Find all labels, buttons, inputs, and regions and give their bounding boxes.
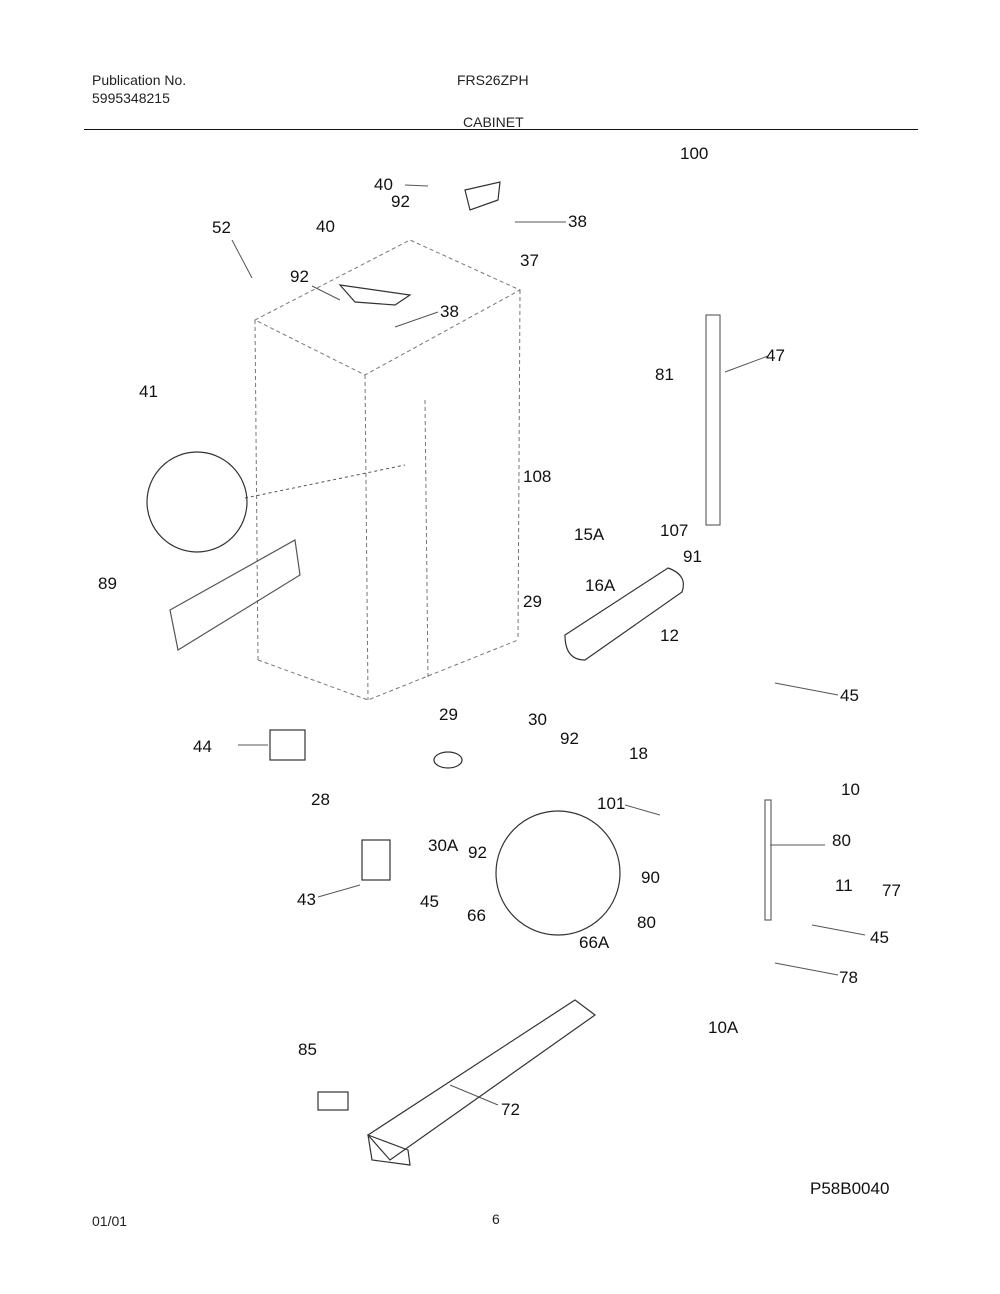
header-rule bbox=[84, 129, 918, 130]
callout-92: 92 bbox=[391, 192, 410, 211]
leader-41 bbox=[244, 464, 406, 499]
tube-12 bbox=[564, 567, 684, 661]
callout-107: 107 bbox=[660, 521, 689, 540]
page-number: 6 bbox=[492, 1211, 500, 1227]
leader-47 bbox=[724, 355, 769, 373]
callout-40: 40 bbox=[374, 175, 393, 194]
callout-28: 28 bbox=[311, 790, 330, 809]
callout-80: 80 bbox=[832, 831, 851, 850]
panel-89 bbox=[169, 539, 301, 651]
callout-108: 108 bbox=[523, 467, 552, 486]
callout-40-second: 40 bbox=[316, 217, 335, 236]
publication-label: Publication No. bbox=[92, 72, 187, 88]
leader-45c bbox=[811, 924, 866, 936]
upper-hinge-part bbox=[464, 181, 501, 211]
publication-number: 5995348215 bbox=[92, 90, 170, 106]
callout-80-second: 80 bbox=[637, 913, 656, 932]
callout-44: 44 bbox=[193, 737, 212, 756]
callout-38: 38 bbox=[568, 212, 587, 231]
callout-38-second: 38 bbox=[440, 302, 459, 321]
part-44 bbox=[269, 729, 306, 761]
callout-45-second: 45 bbox=[420, 892, 439, 911]
callout-92-fourth: 92 bbox=[468, 843, 487, 862]
callout-12: 12 bbox=[660, 626, 679, 645]
callout-37: 37 bbox=[520, 251, 539, 270]
callout-77: 77 bbox=[882, 881, 901, 900]
leader-45a bbox=[774, 682, 839, 696]
callout-18: 18 bbox=[629, 744, 648, 763]
callout-92-second: 92 bbox=[290, 267, 309, 286]
callout-91: 91 bbox=[683, 547, 702, 566]
part-10 bbox=[764, 799, 772, 921]
callout-52: 52 bbox=[212, 218, 231, 237]
callout-89: 89 bbox=[98, 574, 117, 593]
lower-hinge-part bbox=[338, 284, 412, 306]
detail-circle-41 bbox=[146, 451, 248, 553]
section-title: CABINET bbox=[463, 114, 524, 130]
diagram-code: P58B0040 bbox=[810, 1179, 890, 1198]
leader-52 bbox=[231, 239, 253, 279]
callout-45-third: 45 bbox=[870, 928, 889, 947]
grille-72 bbox=[367, 999, 597, 1161]
callout-30: 30 bbox=[528, 710, 547, 729]
callout-85: 85 bbox=[298, 1040, 317, 1059]
callout-81: 81 bbox=[655, 365, 674, 384]
leader-92b bbox=[311, 285, 341, 301]
grille-72-end bbox=[367, 1134, 411, 1166]
leader-40a bbox=[404, 184, 429, 187]
cabinet-right-side bbox=[517, 289, 521, 641]
callout-90: 90 bbox=[641, 868, 660, 887]
leader-43 bbox=[317, 884, 361, 898]
rail-47 bbox=[705, 314, 721, 526]
callout-11: 11 bbox=[835, 876, 853, 895]
callout-10A: 10A bbox=[708, 1018, 739, 1037]
leader-101 bbox=[624, 804, 661, 816]
callout-16A: 16A bbox=[585, 576, 616, 595]
callout-29-second: 29 bbox=[439, 705, 458, 724]
callout-15A: 15A bbox=[574, 525, 605, 544]
leader-72 bbox=[449, 1084, 499, 1106]
callout-72: 72 bbox=[501, 1100, 520, 1119]
callout-29: 29 bbox=[523, 592, 542, 611]
callout-43: 43 bbox=[297, 890, 316, 909]
leader-78 bbox=[774, 962, 839, 976]
cabinet-top-outline bbox=[253, 239, 522, 376]
callout-66: 66 bbox=[467, 906, 486, 925]
callout-101: 101 bbox=[597, 794, 626, 813]
footer-date: 01/01 bbox=[92, 1213, 128, 1229]
part-43 bbox=[361, 839, 391, 881]
callout-45: 45 bbox=[840, 686, 859, 705]
callout-41: 41 bbox=[139, 382, 158, 401]
cabinet-divider bbox=[424, 399, 429, 681]
model-number: FRS26ZPH bbox=[457, 72, 529, 88]
cabinet-center-edge bbox=[364, 374, 369, 701]
callout-10: 10 bbox=[841, 780, 860, 799]
callout-78: 78 bbox=[839, 968, 858, 987]
callout-100: 100 bbox=[680, 144, 709, 163]
part-30 bbox=[433, 751, 463, 769]
callout-92-third: 92 bbox=[560, 729, 579, 748]
part-85 bbox=[317, 1091, 349, 1111]
callout-66A: 66A bbox=[579, 933, 610, 952]
detail-circle-66 bbox=[495, 810, 621, 936]
callout-30A: 30A bbox=[428, 836, 459, 855]
cabinet-left-side bbox=[254, 319, 259, 661]
leader-38b bbox=[394, 311, 439, 328]
callout-47: 47 bbox=[766, 346, 785, 365]
cabinet-bottom-outline bbox=[257, 639, 519, 701]
